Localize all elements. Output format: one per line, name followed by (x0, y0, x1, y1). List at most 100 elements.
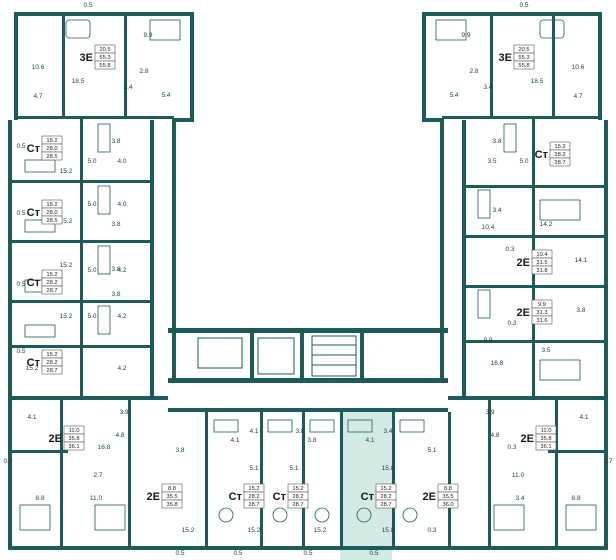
room-area-label: 15.2 (60, 218, 73, 225)
area-value: 31.8 (536, 268, 547, 274)
area-value: 28.7 (380, 502, 391, 508)
area-value: 10.4 (536, 252, 548, 258)
room-area-label: 9.9 (143, 32, 152, 39)
room-area-label: 3.4 (123, 84, 132, 91)
apartment-type: Ст (361, 491, 375, 503)
area-value: 28.2 (46, 360, 57, 366)
area-value: 31.5 (536, 260, 547, 266)
apartment-type: 2Е (423, 491, 436, 503)
area-value: 15.2 (248, 486, 259, 492)
area-value: 8.8 (168, 486, 176, 492)
area-value: 15.2 (380, 486, 391, 492)
area-box (41, 365, 63, 375)
room-area-label: 4.7 (33, 93, 42, 100)
room-area-label: 5.0 (87, 313, 96, 320)
room-area-label: 4.0 (117, 201, 126, 208)
apartment-badge[interactable]: 2Е8.835.536.0 (423, 483, 459, 509)
apartment-badge[interactable]: Ст 15.2 28.2 28.7 (361, 483, 397, 509)
area-box (549, 157, 571, 167)
apartment-type: 3Е (80, 52, 93, 64)
room-area-label: 0.5 (16, 348, 25, 355)
room-area-label: 2.8 (139, 68, 148, 75)
area-box (161, 499, 183, 509)
area-value: 20.5 (99, 47, 110, 53)
area-value: 31.3 (536, 310, 547, 316)
room-area-label: 0.5 (83, 2, 92, 9)
room-area-label: 2.7 (93, 472, 102, 479)
room-area-label: 4.1 (230, 437, 239, 444)
area-value: 28.7 (46, 368, 57, 374)
room-area-label: 3.5 (487, 158, 496, 165)
apartment-badge[interactable]: 2Е9.931.331.6 (517, 299, 553, 325)
room-area-label: 4.8 (115, 432, 124, 439)
apartment-type: 2Е (517, 307, 530, 319)
area-value: 55.3 (99, 55, 110, 61)
fixtures (19, 19, 597, 531)
apartment-type: Ст (27, 357, 41, 369)
apartment-type: Ст (273, 491, 287, 503)
unit-labels: 3Е20.555.355.83Е20.555.355.8Ст15.228.028… (27, 44, 571, 509)
apartment-badge[interactable]: 3Е 20.5 55.3 55.8 (80, 44, 116, 70)
area-value: 31.6 (536, 318, 547, 324)
room-area-label: 4.2 (117, 365, 126, 372)
room-area-label: 18.5 (72, 78, 85, 85)
apartment-badge[interactable]: Ст 15.2 28.0 28.5 (27, 135, 63, 161)
area-value: 15.2 (46, 138, 57, 144)
apartment-type: 2Е (147, 491, 160, 503)
area-value: 35.8 (540, 436, 551, 442)
area-value: 28.2 (46, 280, 57, 286)
apartment-type: 2Е (49, 433, 62, 445)
room-area-label: 0.5 (519, 2, 528, 9)
room-area-label: 14.2 (540, 221, 553, 228)
room-area-label: 15.2 (26, 365, 39, 372)
area-value: 55.8 (518, 63, 529, 69)
room-area-label: 15.8 (382, 465, 395, 472)
area-value: 28.2 (380, 494, 391, 500)
room-area-label: 3.9 (485, 409, 494, 416)
room-area-label: 16.8 (491, 360, 504, 367)
room-area-label: 3.5 (541, 347, 550, 354)
room-area-label: 4.0 (117, 158, 126, 165)
apartment-badge[interactable]: 2Е8.835.535.8 (147, 483, 183, 509)
area-value: 35.5 (442, 494, 453, 500)
area-value: 35.5 (166, 494, 177, 500)
room-area-label: 4.1 (27, 414, 36, 421)
room-area-label: 11.0 (90, 495, 103, 502)
room-area-label: 4.7 (573, 93, 582, 100)
area-value: 36.1 (68, 444, 79, 450)
area-value: 28.0 (46, 146, 57, 152)
area-value: 28.5 (46, 154, 57, 160)
area-value: 35.8 (68, 436, 79, 442)
area-value: 11.0 (69, 428, 80, 434)
area-value: 55.8 (99, 63, 110, 69)
area-value: 55.3 (518, 55, 529, 61)
apartment-type: 2Е (521, 433, 534, 445)
room-area-label: 0.3 (507, 320, 516, 327)
area-box (287, 499, 309, 509)
apartment-type: Ст (27, 143, 41, 155)
apartment-badge[interactable]: 2Е 11.0 35.8 36.1 (49, 425, 85, 451)
room-area-label: 5.0 (519, 158, 528, 165)
area-value: 15.2 (292, 486, 303, 492)
room-area-label: 3.4 (492, 207, 501, 214)
area-box (375, 499, 397, 509)
room-area-label: 0.3 (507, 444, 516, 451)
room-area-label: 0.5 (16, 281, 25, 288)
room-area-label: 0.5 (16, 143, 25, 150)
area-box (63, 441, 85, 451)
area-box (243, 499, 265, 509)
area-value: 28.7 (554, 160, 565, 166)
room-area-label: 18.5 (531, 78, 544, 85)
room-area-label: 11.0 (512, 472, 525, 479)
